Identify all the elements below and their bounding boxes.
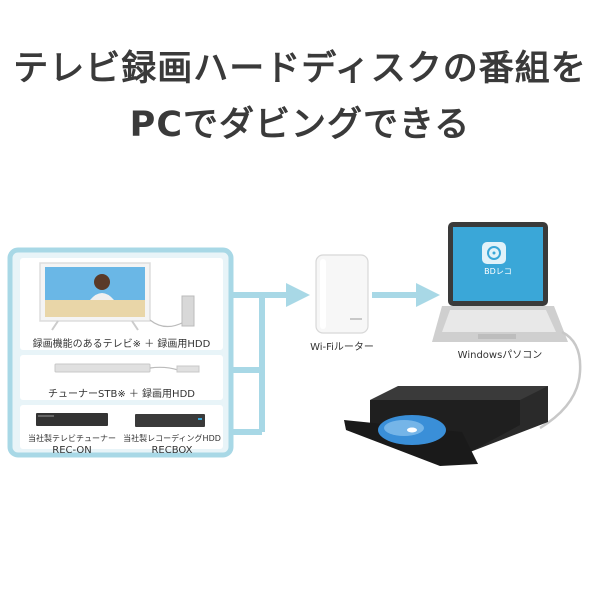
headline-line-1: テレビ録画ハードディスクの番組を — [13, 49, 587, 89]
bdreco-app-icon — [482, 242, 506, 264]
wifi-router-icon — [315, 254, 369, 334]
rec-on-description: 当社製テレビチューナー — [28, 434, 116, 443]
rec-on-device-icon — [36, 413, 108, 426]
disc-icon — [378, 415, 446, 445]
tv-icon — [39, 262, 151, 331]
tv-hdd-label: 録画機能のあるテレビ※ ＋ 録画用HDD — [32, 339, 211, 350]
stb-hdd-label: チューナーSTB※ ＋ 録画用HDD — [48, 389, 195, 400]
stb-icon — [54, 363, 200, 373]
usb-cable — [539, 330, 582, 430]
router-label: Wi-Fiルーター — [310, 342, 374, 353]
recbox-device-icon — [135, 414, 205, 427]
arrow-to-router-icon — [286, 283, 310, 307]
app-name-label: BDレコ — [484, 267, 512, 276]
rec-on-name: REC-ON — [52, 445, 92, 456]
laptop-icon — [432, 222, 568, 342]
recbox-description: 当社製レコーディングHDD — [123, 434, 221, 443]
pc-label: Windowsパソコン — [457, 350, 543, 361]
connector-lines — [230, 292, 418, 435]
arrow-to-pc-icon — [416, 283, 440, 307]
bd-drive-icon — [344, 386, 548, 466]
recbox-name: RECBOX — [151, 445, 193, 456]
headline-line-2: PCでダビングできる — [129, 105, 471, 145]
hdd-icon — [149, 295, 195, 328]
